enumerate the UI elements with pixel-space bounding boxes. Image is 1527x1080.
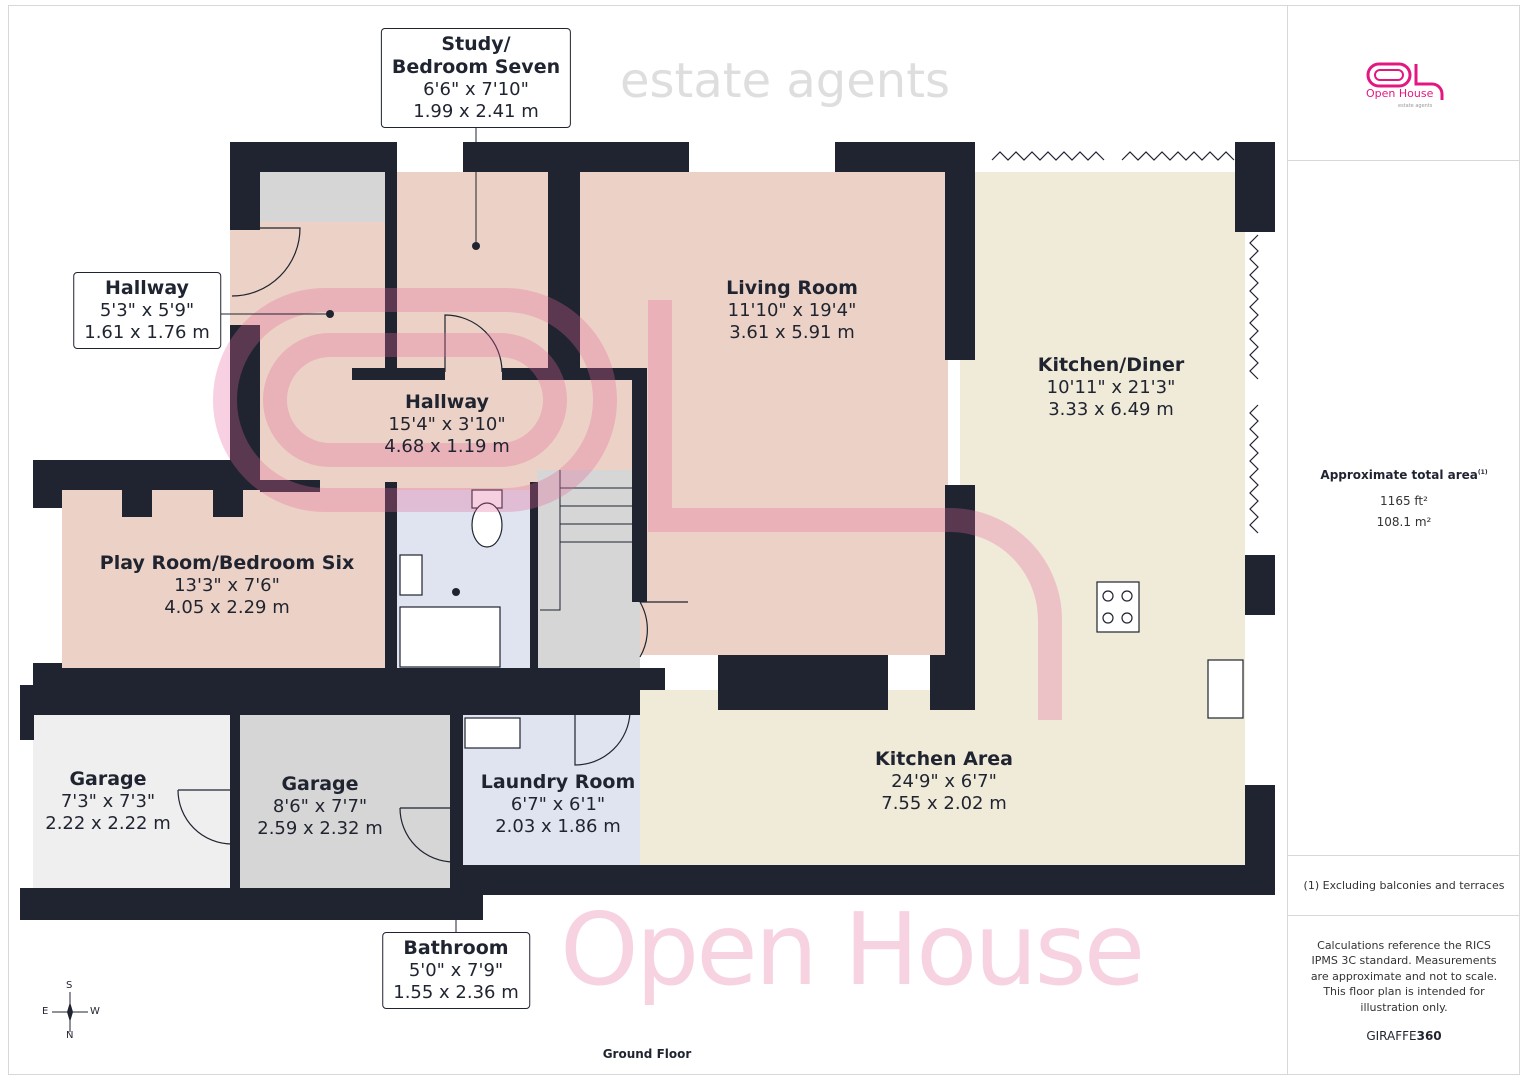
area-title: Approximate total area(1) [1288, 467, 1520, 484]
compass-north: N [66, 1030, 74, 1041]
divider [1288, 855, 1520, 856]
room-metric: 3.61 x 5.91 m [729, 322, 855, 344]
footnote: (1) Excluding balconies and terraces [1303, 879, 1505, 892]
compass-east: E [42, 1006, 49, 1017]
walls [20, 142, 1275, 920]
watermark-text: Open House [560, 891, 1145, 1008]
room-name: Living Room [726, 277, 858, 299]
room-metric: 2.03 x 1.86 m [495, 816, 621, 838]
room-label-playroom: Play Room/Bedroom Six 13'3" x 7'6" 4.05 … [100, 552, 354, 619]
room-name: Laundry Room [480, 771, 636, 793]
entry-lobby [260, 172, 385, 222]
room-metric: 7.55 x 2.02 m [881, 793, 1007, 815]
divider [1288, 160, 1520, 161]
stairs [540, 470, 635, 611]
room-metric: 1.99 x 2.41 m [413, 101, 539, 123]
playroom-floor [62, 490, 385, 668]
room-name: Play Room/Bedroom Six [99, 552, 355, 574]
watermark-logo [213, 288, 1062, 720]
room-metric: 1.55 x 2.36 m [393, 982, 519, 1004]
room-label-study: Study/ Bedroom Seven 6'6" x 7'10" 1.99 x… [380, 28, 572, 129]
room-name: Hallway [405, 391, 489, 413]
bifold-doors [991, 151, 1259, 534]
divider [1288, 915, 1520, 916]
study-floor [397, 172, 548, 372]
room-imperial: 7'3" x 7'3" [60, 791, 156, 813]
door-swings [177, 227, 688, 863]
room-imperial: 8'6" x 7'7" [272, 796, 368, 818]
info-panel: Open House estate agents Approximate tot… [1287, 5, 1520, 1075]
garage-one-floor [33, 715, 230, 888]
area-title-text: Approximate total area [1320, 468, 1478, 482]
room-imperial: 24'9" x 6'7" [891, 771, 997, 793]
room-metric: 2.59 x 2.32 m [257, 818, 383, 840]
room-label-kitchen-area: Kitchen Area 24'9" x 6'7" 7.55 x 2.02 m [875, 748, 1013, 815]
room-name: Kitchen/Diner [1037, 354, 1185, 376]
kitchen-area-floor [640, 690, 970, 865]
room-label-garage-one: Garage 7'3" x 7'3" 2.22 x 2.22 m [45, 768, 171, 835]
room-imperial: 5'0" x 7'9" [408, 960, 504, 982]
room-name: Bathroom [403, 937, 509, 959]
watermark-subtext: estate agents [620, 53, 951, 109]
kitchen-diner-floor [960, 172, 1245, 865]
room-imperial: 6'6" x 7'10" [423, 79, 529, 101]
stairs-area [537, 470, 640, 668]
room-metric: 2.22 x 2.22 m [45, 813, 171, 835]
room-metric: 1.61 x 1.76 m [84, 322, 210, 344]
room-label-bathroom: Bathroom 5'0" x 7'9" 1.55 x 2.36 m [382, 932, 530, 1010]
room-label-living-room: Living Room 11'10" x 19'4" 3.61 x 5.91 m [726, 277, 858, 344]
open-house-logo: Open House estate agents [1358, 60, 1453, 118]
disclaimer: Calculations reference the RICS IPMS 3C … [1310, 939, 1498, 1014]
logo-subtext: estate agents [1398, 103, 1433, 109]
room-imperial: 15'4" x 3'10" [388, 414, 506, 436]
room-imperial: 5'3" x 5'9" [99, 300, 195, 322]
room-name: Kitchen Area [875, 748, 1013, 770]
room-name: Study/ [441, 33, 511, 55]
brand-part-b: 360 [1416, 1029, 1442, 1043]
brand-part-a: GIRAFFE [1366, 1029, 1417, 1043]
compass-icon: S N E W [40, 980, 104, 1044]
room-name-line2: Bedroom Seven [391, 56, 561, 79]
room-metric: 3.33 x 6.49 m [1048, 399, 1174, 421]
floor-plan [20, 126, 1275, 932]
room-name: Hallway [105, 277, 189, 299]
room-imperial: 6'7" x 6'1" [510, 794, 606, 816]
room-label-laundry: Laundry Room 6'7" x 6'1" 2.03 x 1.86 m [481, 771, 636, 838]
room-imperial: 11'10" x 19'4" [727, 300, 857, 322]
room-imperial: 10'11" x 21'3" [1046, 377, 1176, 399]
room-label-hallway: Hallway 15'4" x 3'10" 4.68 x 1.19 m [384, 391, 510, 458]
room-label-garage-two: Garage 8'6" x 7'7" 2.59 x 2.32 m [257, 773, 383, 840]
room-metric: 4.68 x 1.19 m [384, 436, 510, 458]
giraffe360-brand: GIRAFFE360 [1288, 1028, 1520, 1045]
floor-label: Ground Floor [602, 1047, 692, 1061]
area-sqft: 1165 ft² [1380, 494, 1428, 508]
room-name: Garage [69, 768, 147, 790]
room-name: Garage [281, 773, 359, 795]
logo-text: Open House [1366, 87, 1434, 100]
room-label-hallway-entry: Hallway 5'3" x 5'9" 1.61 x 1.76 m [73, 272, 221, 350]
area-sqm: 108.1 m² [1376, 515, 1432, 529]
room-label-kitchen-diner: Kitchen/Diner 10'11" x 21'3" 3.33 x 6.49… [1038, 354, 1185, 421]
room-imperial: 13'3" x 7'6" [174, 575, 280, 597]
room-metric: 4.05 x 2.29 m [164, 597, 290, 619]
compass-west: W [90, 1006, 100, 1017]
garage-two-floor [240, 715, 450, 888]
compass-south: S [66, 980, 73, 991]
fixtures [399, 489, 1244, 749]
area-note-marker: (1) [1477, 469, 1488, 476]
page-frame [8, 5, 1520, 1075]
